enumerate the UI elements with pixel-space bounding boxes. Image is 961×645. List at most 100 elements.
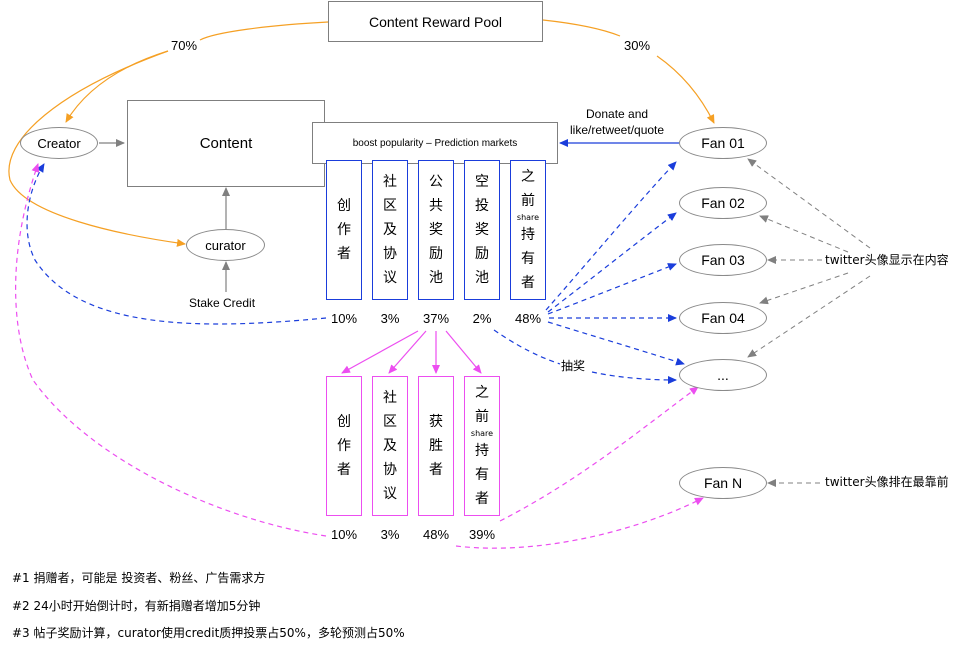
blue-split-column[interactable]: 创作者 (326, 160, 362, 300)
column-char: 公 (429, 174, 443, 190)
edge-37pct-to-pink4 (445, 330, 482, 374)
column-char: 获 (429, 414, 443, 430)
stake-credit-label: Stake Credit (189, 296, 256, 310)
column-char: 区 (383, 198, 397, 214)
edge-48pct-to-more (547, 321, 685, 366)
column-char: 社 (383, 390, 397, 406)
edge-twitter-to-fan02 (759, 215, 849, 253)
edge-pink10-to-creator (15, 163, 327, 537)
fan-node-02[interactable]: Fan 02 (679, 187, 767, 219)
edge-48pct-to-fan02 (547, 212, 677, 313)
creator-node[interactable]: Creator (20, 127, 98, 159)
edge-2pct-lottery (493, 329, 561, 365)
column-char: 区 (383, 414, 397, 430)
edge-pool-to-creator (199, 21, 329, 41)
edge-48pct-to-fan03 (547, 263, 677, 315)
column-char: 创 (337, 414, 351, 430)
pink-split-column[interactable]: 获胜者 (418, 376, 454, 516)
column-char: 空 (475, 174, 489, 190)
note-3: #3 帖子奖励计算，curator使用credit质押投票占50%，多轮预测占5… (12, 626, 405, 640)
column-char: 之 (475, 385, 489, 401)
column-char: 池 (429, 270, 443, 286)
column-char: 社 (383, 174, 397, 190)
reward-pool-box[interactable]: Content Reward Pool (328, 1, 543, 42)
column-char: 及 (383, 438, 397, 454)
fan-node-n[interactable]: Fan N (679, 467, 767, 499)
column-char: share (516, 213, 540, 222)
donate-line-2: like/retweet/quote (570, 123, 665, 137)
fan-node-more[interactable]: ... (679, 359, 767, 391)
column-char: 作 (337, 222, 351, 238)
column-char: 者 (337, 462, 351, 478)
column-char: 投 (475, 198, 489, 214)
pink-split-percent: 39% (468, 527, 496, 542)
edge-pink39-to-more (499, 386, 699, 522)
edge-label-lottery: 抽奖 (561, 359, 586, 373)
pink-split-percent: 3% (380, 527, 400, 542)
blue-split-percent: 37% (422, 311, 450, 326)
column-char: 协 (383, 462, 397, 478)
edge-twitter-to-fan01 (747, 158, 871, 249)
fan-label: Fan 01 (701, 135, 745, 151)
edge-pool-to-fan01-lower (656, 55, 715, 124)
content-label: Content (199, 135, 253, 152)
creator-label: Creator (37, 135, 81, 151)
edge-pink-to-fanN (455, 497, 704, 549)
column-char: 及 (383, 222, 397, 238)
column-char: 者 (521, 275, 535, 291)
edge-label-70pct: 70% (171, 38, 198, 53)
column-char: 奖 (429, 222, 443, 238)
column-char: share (470, 429, 494, 438)
column-char: 池 (475, 270, 489, 286)
prediction-markets-box[interactable]: boost popularity – Prediction markets (312, 122, 558, 164)
column-char: 创 (337, 198, 351, 214)
twitter-top-label: twitter头像排在最靠前 (825, 475, 949, 489)
content-box[interactable]: Content (127, 100, 325, 187)
pink-split-column[interactable]: 社区及协议 (372, 376, 408, 516)
fan-node-01[interactable]: Fan 01 (679, 127, 767, 159)
column-char: 胜 (429, 438, 443, 454)
column-char: 有 (521, 251, 535, 267)
fan-label: Fan N (703, 475, 743, 491)
blue-split-column[interactable]: 公共奖励池 (418, 160, 454, 300)
fan-node-03[interactable]: Fan 03 (679, 244, 767, 276)
note-1: #1 捐赠者，可能是 投资者、粉丝、广告需求方 (12, 571, 266, 585)
blue-split-percent: 10% (330, 311, 358, 326)
column-char: 奖 (475, 222, 489, 238)
column-char: 前 (475, 409, 489, 425)
note-2: #2 24小时开始倒计时，有新捐赠者增加5分钟 (12, 599, 261, 613)
twitter-display-label: twitter头像显示在内容 (825, 253, 949, 267)
edge-pool-to-curator (8, 50, 186, 247)
blue-split-column[interactable]: 空投奖励池 (464, 160, 500, 300)
curator-node[interactable]: curator (186, 229, 265, 261)
curator-label: curator (205, 237, 246, 253)
pink-split-percent: 10% (330, 527, 358, 542)
pink-split-percent: 48% (422, 527, 450, 542)
edge-2pct-lottery-lower (591, 371, 677, 384)
column-char: 者 (475, 491, 489, 507)
blue-split-percent: 3% (380, 311, 400, 326)
fan-node-04[interactable]: Fan 04 (679, 302, 767, 334)
blue-split-percent: 2% (472, 311, 492, 326)
column-char: 共 (429, 198, 443, 214)
donate-line-1: Donate and (586, 107, 649, 121)
column-char: 作 (337, 438, 351, 454)
pink-split-column[interactable]: 创作者 (326, 376, 362, 516)
edge-twitter-to-fan04 (759, 272, 849, 305)
column-char: 前 (521, 193, 535, 209)
edge-48pct-to-fan01 (545, 161, 677, 311)
edge-twitter-to-more (747, 275, 871, 358)
column-char: 议 (383, 270, 397, 286)
column-char: 者 (429, 462, 443, 478)
blue-split-column[interactable]: 社区及协议 (372, 160, 408, 300)
reward-pool-label: Content Reward Pool (368, 13, 503, 30)
column-char: 之 (521, 169, 535, 185)
fan-label: ... (717, 367, 729, 383)
column-char: 协 (383, 246, 397, 262)
fan-label: Fan 04 (701, 310, 745, 326)
fan-label: Fan 02 (701, 195, 745, 211)
edge-10pct-to-creator (26, 163, 327, 325)
